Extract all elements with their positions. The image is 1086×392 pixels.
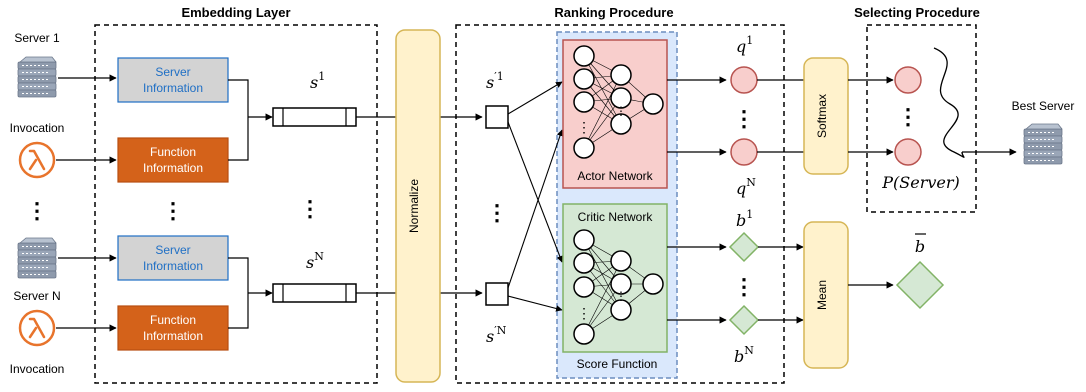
b-bar-node [895, 260, 945, 310]
server-n-icon [17, 237, 57, 279]
normalize-label: Normalize [407, 179, 421, 233]
b-ellipsis: ⋮ [733, 274, 755, 299]
critic-network-label: Critic Network [578, 210, 654, 224]
q1-label: q1 [736, 34, 753, 56]
bN-node [728, 304, 760, 336]
actor-network-label: Actor Network [577, 169, 653, 183]
invocation-bottom-label: Invocation [10, 362, 65, 376]
mean-block: Mean [803, 221, 849, 369]
server-info-bottom-line1: Server [155, 243, 190, 257]
function-info-top-line2: Information [143, 161, 203, 175]
server-info-bottom-block: Server Information [117, 235, 229, 281]
p-bottom-node [894, 138, 922, 166]
lambda-top-icon [18, 141, 56, 179]
lambda-bottom-icon [18, 309, 56, 347]
b1-node [728, 231, 760, 263]
softmax-block: Softmax [803, 57, 849, 175]
s-prime-N-label: s′N [486, 324, 507, 346]
server-info-top-block: Server Information [117, 57, 229, 103]
ranking-procedure-title: Ranking Procedure [554, 5, 673, 20]
selecting-procedure-title: Selecting Procedure [854, 5, 980, 20]
best-server-label: Best Server [1012, 99, 1075, 113]
server-1-label: Server 1 [14, 31, 60, 45]
actor-input-ellipsis: ⋮ [577, 119, 591, 135]
critic-input-ellipsis: ⋮ [577, 305, 591, 321]
s-prime-top-node [485, 105, 509, 129]
p-server-label: P(Server) [881, 173, 959, 192]
s-prime-1-label: s′1 [486, 70, 504, 92]
softmax-label: Softmax [815, 94, 829, 138]
embedding-vector-top [272, 107, 357, 127]
q1-node [730, 66, 758, 94]
q-ellipsis: ⋮ [733, 106, 755, 131]
server-info-bottom-line2: Information [143, 259, 203, 273]
embedding-layer-frame [94, 24, 378, 384]
selecting-procedure-frame [866, 24, 977, 213]
score-function-label: Score Function [577, 357, 658, 371]
actor-hidden-ellipsis: ⋮ [615, 104, 627, 118]
mean-label: Mean [815, 280, 829, 310]
s-prime-ellipsis: ⋮ [486, 200, 508, 225]
embedding-vector-bottom [272, 283, 357, 303]
p-top-node [894, 66, 922, 94]
server-n-label: Server N [13, 289, 60, 303]
critic-hidden-ellipsis: ⋮ [615, 289, 627, 303]
vector-ellipsis: ⋮ [299, 196, 321, 221]
qN-node [730, 138, 758, 166]
b-bar-label: b [915, 237, 925, 256]
invocation-top-label: Invocation [10, 121, 65, 135]
sN-label: sN [306, 250, 324, 272]
critic-network: Critic Network ⋮ ⋮ [562, 203, 668, 353]
b1-label: b1 [736, 208, 753, 230]
info-ellipsis: ⋮ [162, 198, 184, 223]
input-ellipsis: ⋮ [26, 198, 48, 223]
s-prime-bottom-node [485, 282, 509, 306]
server-info-top-line1: Server [155, 65, 190, 79]
bN-label: bN [734, 344, 754, 366]
function-info-top-block: Function Information [117, 137, 229, 183]
function-info-bottom-line1: Function [150, 313, 196, 327]
function-info-bottom-block: Function Information [117, 305, 229, 351]
qN-label: qN [736, 176, 756, 198]
server-1-icon [17, 56, 57, 98]
p-ellipsis: ⋮ [897, 104, 919, 129]
actor-network: ⋮ ⋮ Actor Network [562, 39, 668, 189]
best-server-icon [1023, 123, 1063, 165]
server-info-top-line2: Information [143, 81, 203, 95]
distribution-curve [933, 47, 965, 158]
normalize-block: Normalize [395, 29, 441, 383]
embedding-layer-title: Embedding Layer [181, 5, 290, 20]
function-info-top-line1: Function [150, 145, 196, 159]
function-info-bottom-line2: Information [143, 329, 203, 343]
s1-label: s1 [310, 70, 325, 92]
ranking-procedure-frame [455, 24, 785, 384]
